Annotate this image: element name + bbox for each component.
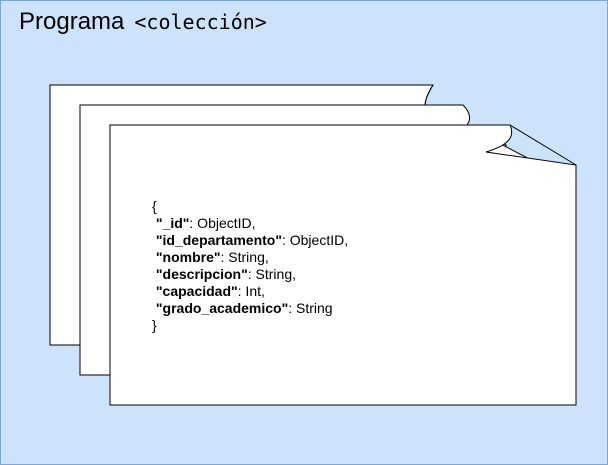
field-type: : Int, <box>237 283 265 299</box>
collection-name: Programa <box>19 8 125 35</box>
close-brace: } <box>152 317 157 333</box>
field-type: : ObjectID, <box>189 215 256 231</box>
document-schema: { "_id": ObjectID, "id_departamento": Ob… <box>152 198 348 334</box>
field-name: "_id" <box>155 215 190 231</box>
field-name: "nombre" <box>155 249 221 265</box>
field-name: "id_departamento" <box>155 232 282 248</box>
document-page-front <box>109 124 577 406</box>
field-type: : ObjectID, <box>281 232 349 248</box>
field-name: "grado_academico" <box>155 300 289 316</box>
document-page-front-fold <box>509 124 577 166</box>
document-page-back-fold <box>424 84 434 107</box>
field-name: "descripcion" <box>155 266 248 282</box>
field-type: : String <box>288 300 333 316</box>
field-type: : String, <box>220 249 269 265</box>
collection-kind: <colección> <box>134 10 267 34</box>
field-type: : String, <box>247 266 296 282</box>
field-name: "capacidad" <box>155 283 238 299</box>
collection-title: Programa <colección> <box>19 8 267 36</box>
open-brace: { <box>152 198 157 214</box>
